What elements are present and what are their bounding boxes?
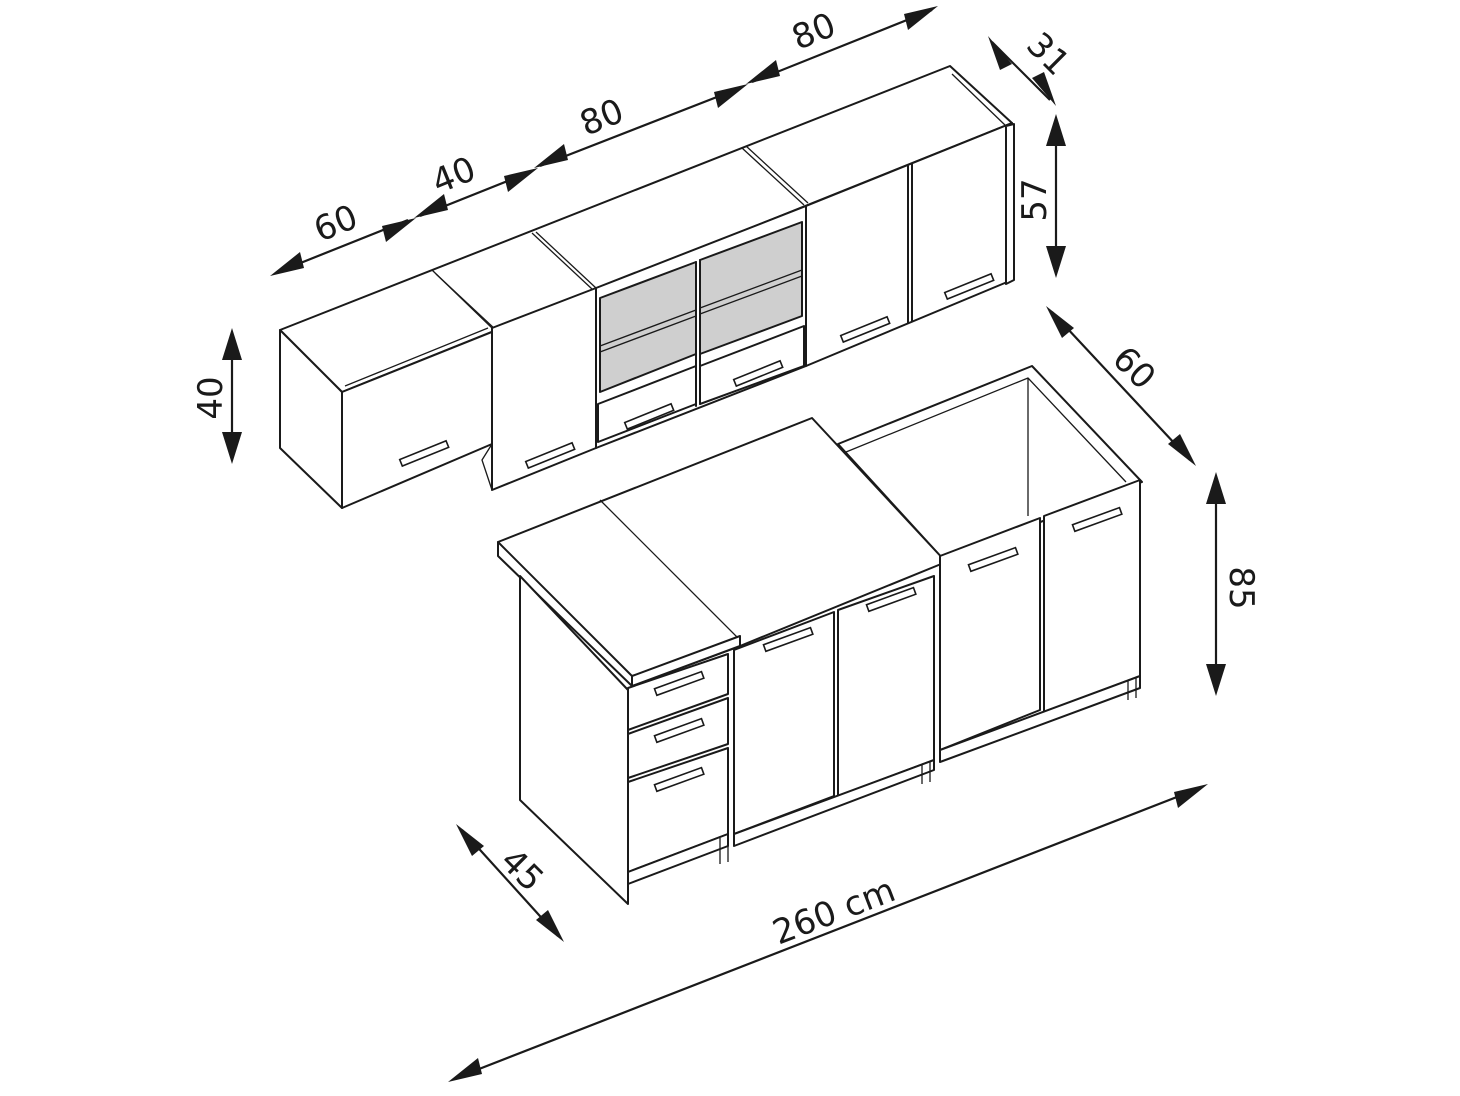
- base-cabinets: [497, 365, 1143, 905]
- base-sink-door-left: [939, 517, 1041, 751]
- countertop-front-edge: [631, 635, 741, 687]
- label-upper-height-40: 40: [191, 376, 231, 419]
- handle-icon: [398, 439, 450, 468]
- glass-cabinet-drawer-right: [699, 325, 805, 405]
- drawer-front-top: [627, 653, 729, 731]
- handle-icon: [865, 586, 917, 613]
- handle-icon: [623, 402, 675, 431]
- handle-icon: [943, 272, 995, 301]
- dimension-lines: [222, 6, 1226, 1082]
- upper-cabinet-right-side: [1005, 123, 1015, 285]
- handle-icon: [653, 766, 705, 793]
- plinth-right: [939, 675, 1141, 763]
- label-total-width-260: 260 cm: [767, 870, 900, 953]
- label-upper-width-60: 60: [308, 197, 363, 250]
- base-left-side: [519, 575, 629, 905]
- upper-cabinets: [279, 65, 1015, 509]
- glass-cabinet-drawer-left: [597, 365, 697, 443]
- handle-icon: [653, 717, 705, 744]
- label-base-depth-45: 45: [492, 841, 551, 900]
- handle-icon: [1071, 506, 1123, 533]
- base-door-right: [837, 575, 935, 797]
- label-base-depth-60: 60: [1104, 339, 1163, 398]
- handle-icon: [653, 670, 705, 697]
- handle-icon: [762, 626, 814, 653]
- label-upper-width-80-a: 80: [574, 91, 629, 144]
- handle-icon: [839, 315, 891, 344]
- handle-icon: [732, 359, 784, 388]
- label-upper-height-57: 57: [1015, 178, 1055, 221]
- handle-icon: [967, 546, 1019, 573]
- handle-icon: [524, 441, 576, 470]
- label-upper-depth-31: 31: [1018, 25, 1077, 84]
- plinth-middle: [733, 759, 935, 847]
- base-sink-door-right: [1043, 479, 1141, 713]
- drawer-front-middle: [627, 697, 729, 779]
- label-base-height-85: 85: [1221, 566, 1261, 609]
